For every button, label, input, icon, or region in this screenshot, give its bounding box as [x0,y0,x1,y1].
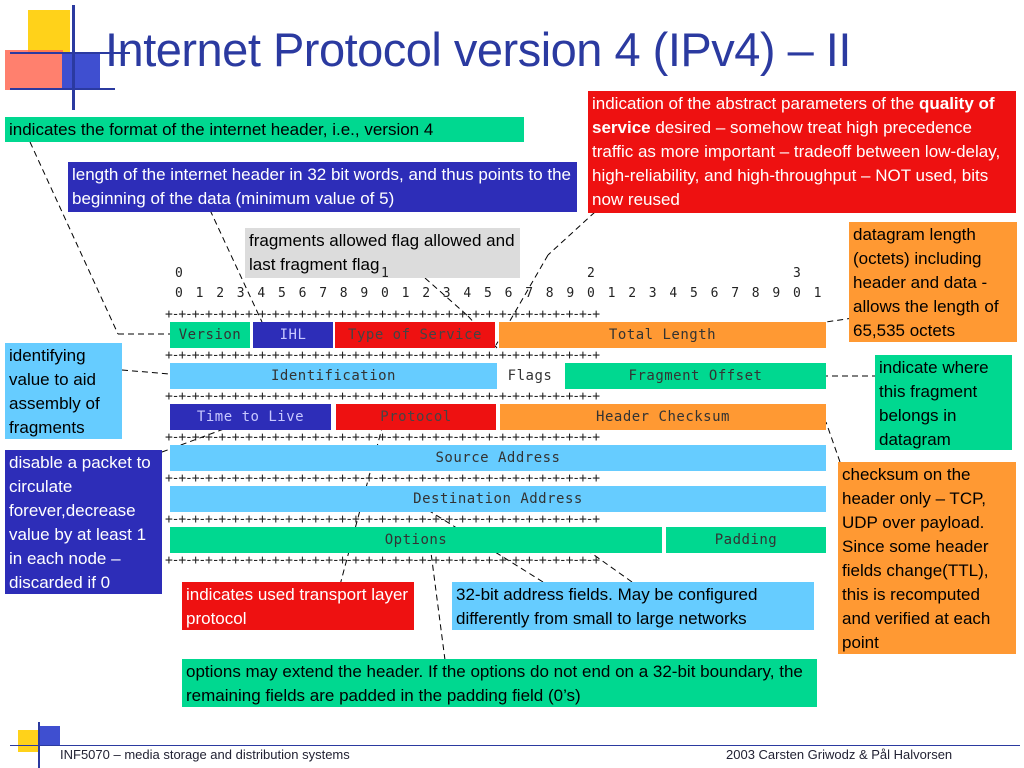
bit-unit-20: 0 [587,286,595,301]
note-fragment-offset: indicate where this fragment belongs in … [875,355,1012,450]
bit-unit-23: 3 [648,286,657,301]
note-identification: identifying value to aid assembly of fra… [5,343,122,439]
bit-unit-6: 6 [298,286,307,301]
bit-tens-0: 0 [175,266,183,281]
bit-unit-16: 6 [504,286,513,301]
bit-unit-17: 7 [525,286,534,301]
bit-unit-30: 0 [793,286,801,301]
decor-line-v [72,5,75,110]
field-header-checksum: Header Checksum [500,404,826,430]
bit-unit-1: 1 [195,286,204,301]
decor-line-h2 [10,88,115,90]
bit-unit-15: 5 [484,286,492,301]
footer-blue-square [40,726,60,746]
bit-unit-27: 7 [731,286,740,301]
footer-yellow-square [18,730,40,752]
note-flags: fragments allowed flag allowed and last … [245,228,520,278]
border-row-5: +-+-+-+-+-+-+-+-+-+-+-+-+-+-+-+-+-+-+-+-… [165,512,600,527]
footer-authors: 2003 Carsten Griwodz & Pål Halvorsen [726,747,953,762]
note-total-length: datagram length (octets) including heade… [849,222,1017,342]
field-type-of-service: Type of Service [335,322,495,348]
bit-tens-1: 1 [381,266,389,281]
bit-unit-2: 2 [216,286,225,301]
note-options: options may extend the header. If the op… [182,659,817,707]
bit-unit-13: 3 [442,286,451,301]
field-options: Options [170,527,662,553]
bit-unit-29: 9 [772,286,781,301]
border-row-4: +-+-+-+-+-+-+-+-+-+-+-+-+-+-+-+-+-+-+-+-… [165,471,600,486]
bit-unit-0: 0 [175,286,183,301]
bit-unit-14: 4 [463,286,472,301]
bit-unit-5: 5 [278,286,286,301]
note-address: 32-bit address fields. May be configured… [452,582,814,630]
field-time-to-live: Time to Live [170,404,331,430]
note-ihl: length of the internet header in 32 bit … [68,162,577,212]
decor-red-square [5,50,63,90]
footer-course: INF5070 – media storage and distribution… [60,747,350,762]
decor-yellow-square [28,10,70,52]
note-ttl: disable a packet to circulate forever,de… [5,450,162,594]
bit-unit-28: 8 [751,286,760,301]
bit-unit-25: 5 [690,286,698,301]
bit-unit-19: 9 [566,286,575,301]
bit-unit-18: 8 [545,286,554,301]
bit-unit-9: 9 [360,286,369,301]
field-protocol: Protocol [336,404,496,430]
field-total-length: Total Length [499,322,826,348]
bit-tens-2: 2 [587,266,595,281]
page-title: Internet Protocol version 4 (IPv4) – II [105,23,851,76]
field-fragment-offset: Fragment Offset [565,363,826,389]
field-flags: Flags [500,363,560,389]
note-checksum: checksum on the header only – TCP, UDP o… [838,462,1016,654]
field-identification: Identification [170,363,497,389]
decor-blue-square [62,52,100,88]
border-row-2: +-+-+-+-+-+-+-+-+-+-+-+-+-+-+-+-+-+-+-+-… [165,389,600,404]
note-tos-line1: indication of the abstract parameters of… [592,94,915,113]
bit-unit-4: 4 [257,286,266,301]
bit-unit-7: 7 [319,286,328,301]
border-row-1: +-+-+-+-+-+-+-+-+-+-+-+-+-+-+-+-+-+-+-+-… [165,348,600,363]
bit-unit-8: 8 [339,286,348,301]
bit-unit-12: 2 [422,286,431,301]
bit-unit-22: 2 [628,286,637,301]
field-padding: Padding [666,527,826,553]
border-row-0: +-+-+-+-+-+-+-+-+-+-+-+-+-+-+-+-+-+-+-+-… [165,307,600,322]
field-ihl: IHL [253,322,333,348]
footer-line [10,745,1020,746]
field-source-address: Source Address [170,445,826,471]
note-tos-bold: quality of service [592,94,995,137]
field-version: Version [170,322,250,348]
bit-unit-24: 4 [669,286,678,301]
note-version: indicates the format of the internet hea… [5,117,524,142]
field-destination-address: Destination Address [170,486,826,512]
bit-unit-26: 6 [710,286,719,301]
bit-unit-31: 1 [813,286,822,301]
footer-line-v [38,722,40,768]
bit-tens-3: 3 [793,266,801,281]
decor-line-h [10,52,130,54]
border-row-6: +-+-+-+-+-+-+-+-+-+-+-+-+-+-+-+-+-+-+-+-… [165,553,600,568]
note-protocol: indicates used transport layer protocol [182,582,414,630]
bit-unit-21: 1 [607,286,616,301]
note-tos-rest: desired – somehow treat high precedence … [592,118,1001,209]
bit-unit-3: 3 [236,286,245,301]
bit-unit-10: 0 [381,286,389,301]
border-row-3: +-+-+-+-+-+-+-+-+-+-+-+-+-+-+-+-+-+-+-+-… [165,430,600,445]
note-type-of-service: indication of the abstract parameters of… [588,91,1016,213]
bit-unit-11: 1 [401,286,410,301]
